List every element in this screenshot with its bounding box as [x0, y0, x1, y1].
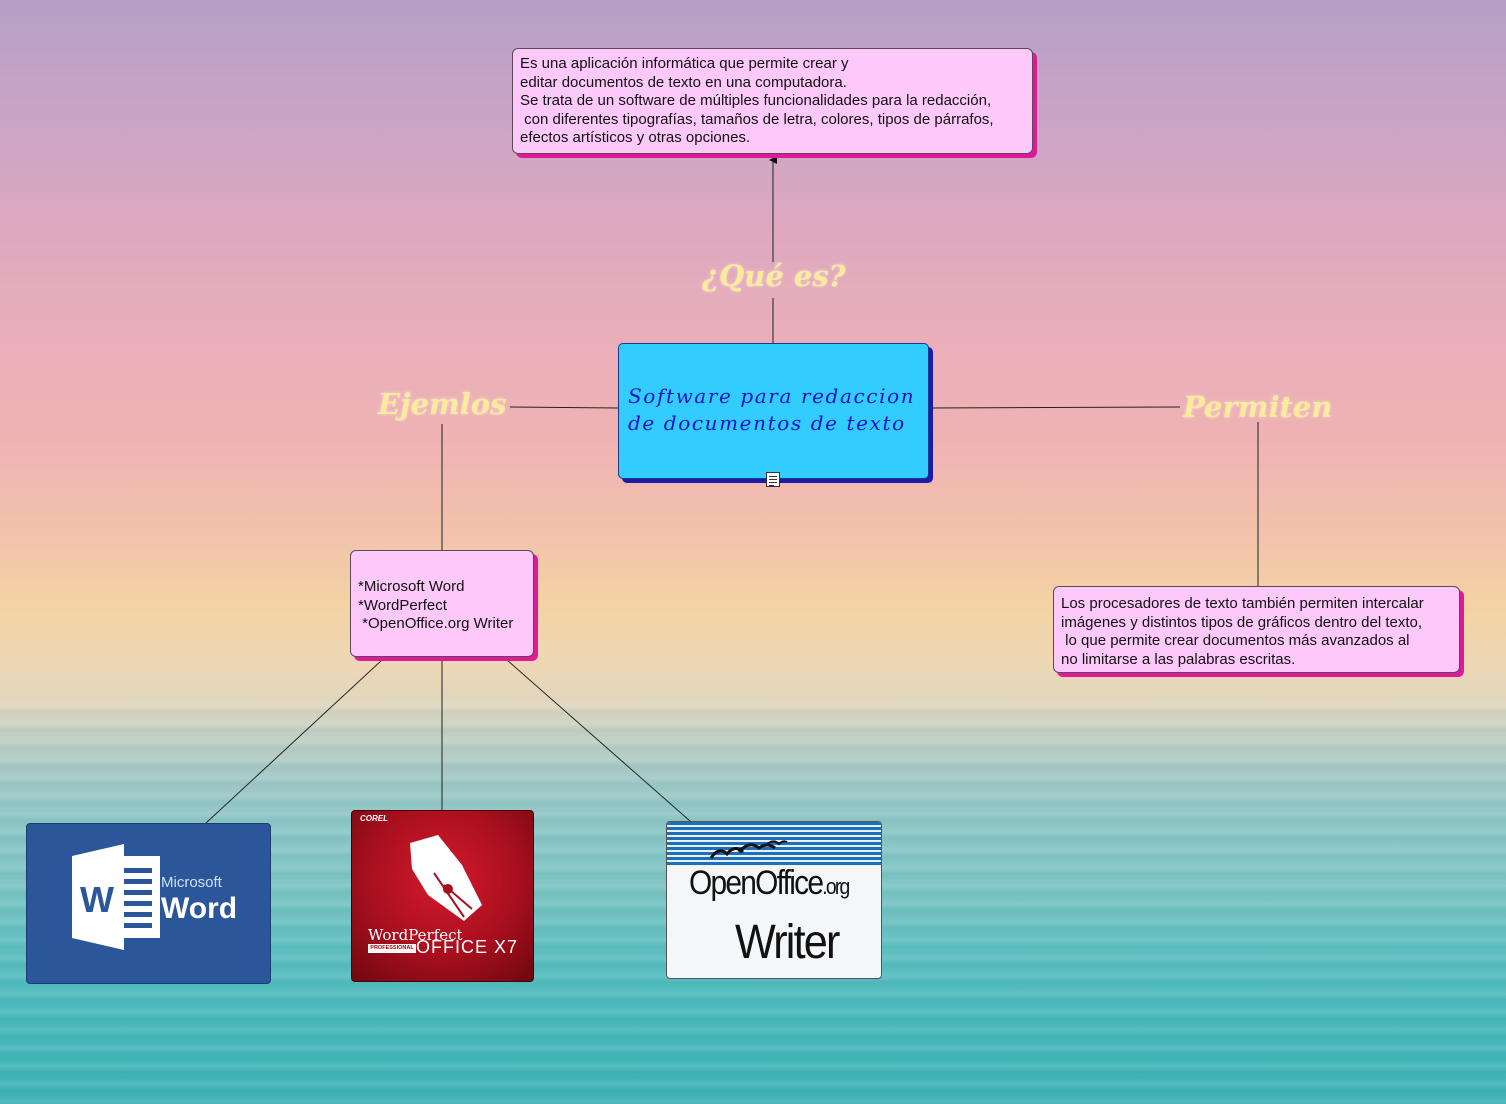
definition-node[interactable]: Es una aplicación informática que permit…	[512, 48, 1033, 154]
permiten-label: Permiten	[1183, 390, 1333, 424]
central-node-line1: Software para redaccion	[628, 384, 916, 408]
word-letter: W	[80, 879, 114, 920]
word-logo-name: Word	[161, 892, 238, 925]
wordperfect-logo[interactable]: COREL WordPerfect PROFESSIONAL OFFICE X7	[351, 810, 534, 982]
openoffice-brand-text: OpenOffice.org	[689, 864, 850, 903]
wordperfect-brand-text: WordPerfect	[368, 926, 463, 944]
openoffice-writer-logo[interactable]: OpenOffice.org Writer	[666, 821, 882, 979]
note-icon[interactable]	[766, 472, 780, 487]
wordperfect-office-text: OFFICE X7	[416, 937, 519, 957]
openoffice-brand-name: OpenOffice	[689, 864, 824, 902]
microsoft-word-logo[interactable]: W Microsoft Word	[26, 823, 271, 984]
link-examples-to-word	[205, 659, 383, 824]
central-node[interactable]: Software para redaccion de documentos de…	[618, 343, 929, 479]
gulls-icon	[709, 840, 788, 859]
word-document-icon: W	[72, 844, 160, 950]
wordperfect-professional-tag: PROFESSIONAL	[368, 944, 416, 953]
link-examples-to-openoffice	[506, 659, 691, 822]
link-center-to-permiten	[928, 406, 1181, 409]
link-center-to-ejemplos	[509, 406, 619, 409]
openoffice-org-suffix: .org	[822, 874, 850, 899]
corel-brand: COREL	[360, 814, 388, 823]
ejemplos-label: Ejemlos	[378, 387, 507, 421]
examples-node[interactable]: *Microsoft Word *WordPerfect *OpenOffice…	[350, 550, 534, 657]
que-es-label: ¿Qué es?	[702, 259, 846, 293]
openoffice-writer-text: Writer	[735, 916, 840, 969]
permiten-node[interactable]: Los procesadores de texto también permit…	[1053, 586, 1460, 673]
word-logo-microsoft-text: Microsoft	[161, 874, 222, 891]
openoffice-header-stripes	[667, 822, 881, 866]
central-node-line2: de documentos de texto	[628, 411, 906, 435]
pen-nib-icon	[410, 835, 482, 921]
